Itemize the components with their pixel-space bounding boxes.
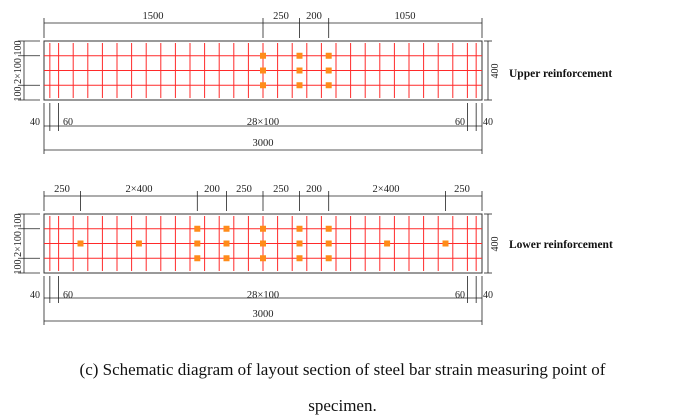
- upper-gauge-c1-r2: [260, 67, 266, 74]
- lower-gauge-mid-4: [442, 240, 449, 247]
- upper-side-dim-mid: 2×100: [13, 58, 24, 84]
- lower-top-dim-250-c: 250: [273, 184, 289, 195]
- upper-label: Upper reinforcement: [509, 68, 612, 80]
- lower-gauge-c2-r3: [223, 255, 230, 262]
- upper-gauge-c1-r3: [260, 82, 266, 89]
- figure-caption-line-2: specimen.: [308, 396, 377, 415]
- upper-gauge-c3-r1: [325, 52, 332, 59]
- lower-top-dim-250-b: 250: [236, 184, 252, 195]
- lower-top-dim-200-b: 200: [306, 184, 322, 195]
- lower-gauge-c5-r1: [325, 225, 332, 232]
- lower-gauge-c4-r3: [296, 255, 303, 262]
- upper-side-dim-top: 100: [13, 41, 24, 56]
- lower-top-dim-200-a: 200: [204, 184, 220, 195]
- upper-gauge-c2-r3: [296, 82, 303, 89]
- lower-gauge-c2-r1: [223, 225, 230, 232]
- upper-bottom-dim-ticks: [43, 103, 483, 131]
- lower-gauge-c3-r1: [260, 225, 266, 232]
- lower-top-dim-250-d: 250: [454, 184, 470, 195]
- upper-gauge-c2-r2: [296, 67, 303, 74]
- upper-top-dim-250: 250: [273, 11, 289, 22]
- lower-bottom-dim-28x100: 28×100: [247, 290, 279, 301]
- lower-total-dim: 3000: [253, 309, 274, 320]
- upper-strain-gauges: [260, 52, 332, 89]
- upper-top-dim-200: 200: [306, 11, 322, 22]
- upper-gauge-c3-r2: [325, 67, 332, 74]
- lower-gauge-c1-r1: [194, 225, 201, 232]
- upper-bottom-dim-28x100: 28×100: [247, 117, 279, 128]
- upper-top-dim-ticks: [43, 18, 483, 38]
- lower-gauge-c4-r2: [296, 240, 303, 247]
- upper-top-dim-1500: 1500: [143, 11, 164, 22]
- upper-side-dim-bottom: 100: [13, 87, 24, 102]
- lower-rebar-grid: [44, 216, 482, 271]
- lower-top-dim-ticks: [43, 191, 483, 211]
- lower-gauge-mid-3: [384, 240, 391, 247]
- lower-side-dim-mid: 2×100: [13, 231, 24, 257]
- lower-side-dim-bottom: 100: [13, 260, 24, 275]
- lower-bottom-dim-60-left: 60: [63, 290, 73, 301]
- lower-gauge-mid-2: [135, 240, 142, 247]
- lower-strain-gauges: [77, 225, 449, 262]
- lower-gauge-c5-r2: [325, 240, 332, 247]
- lower-panel: 250 2×400 200 250 250 200 2×400 250 100 …: [13, 184, 613, 325]
- lower-gauge-c4-r1: [296, 225, 303, 232]
- lower-gauge-c3-r3: [260, 255, 266, 262]
- upper-total-dim: 3000: [253, 138, 274, 149]
- figure-caption-line-1: (c) Schematic diagram of layout section …: [79, 360, 606, 379]
- lower-gauge-c2-r2: [223, 240, 230, 247]
- upper-panel: 1500 250 200 1050 100 2×100 100 400 Uppe…: [13, 11, 612, 154]
- lower-bottom-dim-40-left: 40: [30, 290, 40, 301]
- upper-left-dim-ticks: [18, 40, 40, 101]
- upper-gauge-c1-r1: [260, 52, 266, 59]
- lower-label: Lower reinforcement: [509, 239, 613, 251]
- lower-top-dim-250-a: 250: [54, 184, 70, 195]
- lower-side-dim-top: 100: [13, 214, 24, 229]
- lower-left-dim-ticks: [18, 213, 40, 274]
- lower-top-dim-2x400-b: 2×400: [373, 184, 400, 195]
- lower-bottom-dim-40-right: 40: [483, 290, 493, 301]
- lower-gauge-c1-r2: [194, 240, 201, 247]
- upper-bottom-dim-60-left: 60: [63, 117, 73, 128]
- lower-bottom-dim-60-right: 60: [455, 290, 465, 301]
- lower-gauge-c1-r3: [194, 255, 201, 262]
- upper-bottom-dim-40-left: 40: [30, 117, 40, 128]
- upper-gauge-c2-r1: [296, 52, 303, 59]
- lower-top-dim-2x400-a: 2×400: [126, 184, 153, 195]
- lower-gauge-c3-r2: [260, 240, 266, 247]
- upper-bottom-dim-60-right: 60: [455, 117, 465, 128]
- lower-gauge-mid-1: [77, 240, 84, 247]
- upper-gauge-c3-r3: [325, 82, 332, 89]
- lower-bottom-dim-ticks: [43, 276, 483, 303]
- lower-height-label: 400: [490, 237, 501, 252]
- upper-bottom-dim-40-right: 40: [483, 117, 493, 128]
- lower-gauge-c5-r3: [325, 255, 332, 262]
- upper-height-label: 400: [490, 64, 501, 79]
- upper-top-dim-1050: 1050: [395, 11, 416, 22]
